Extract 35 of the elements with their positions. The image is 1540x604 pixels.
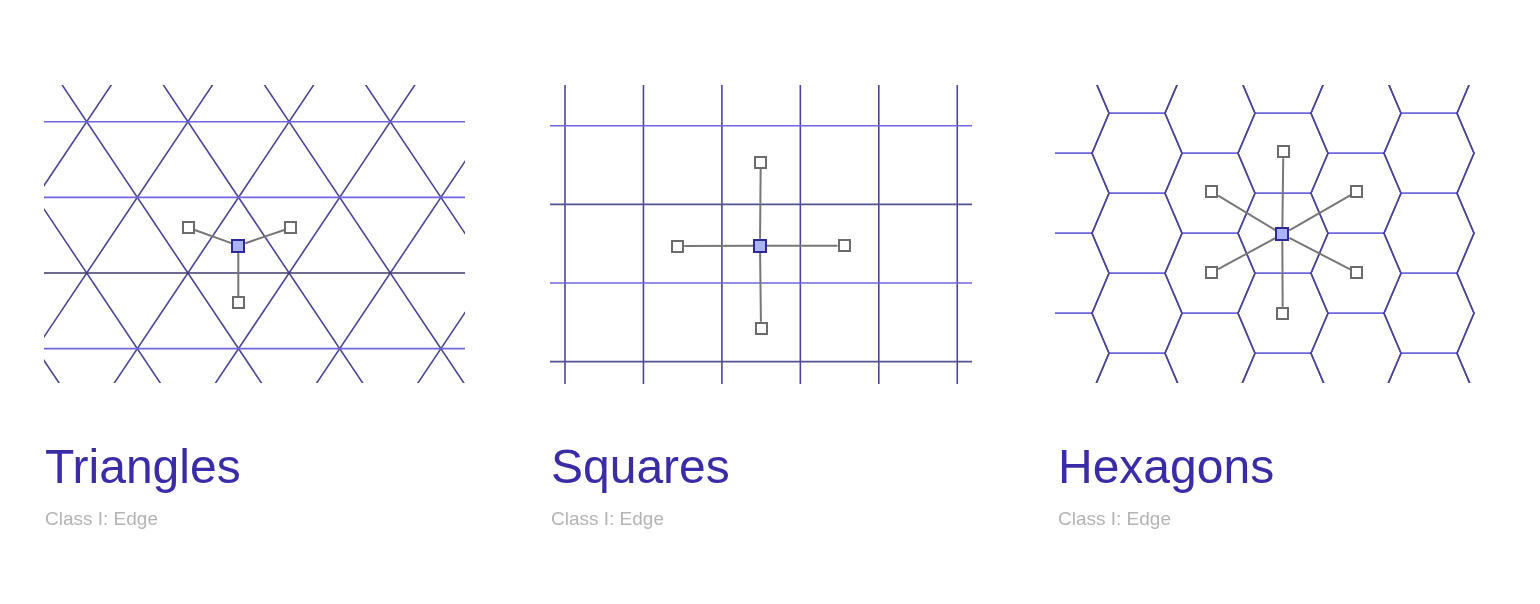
connector-line [766,244,839,247]
neighbor-node [284,221,298,235]
neighbor-node [1205,185,1219,199]
neighbor-node [1276,145,1290,159]
connector-line [759,167,762,240]
panel-subtitle: Class I: Edge [551,509,664,528]
connector-line [759,251,762,323]
connector-line [1217,237,1277,271]
connector-line [244,228,286,245]
connector-line [683,244,754,247]
neighbor-node [754,155,768,169]
panel-title: Triangles [45,442,241,491]
neighbor-node [231,296,245,310]
panel-subtitle: Class I: Edge [1058,509,1171,528]
center-node [753,238,767,253]
connector-line [1281,240,1284,308]
neighbor-node [1205,266,1219,280]
connector-line [1288,236,1352,271]
neighbor-node [837,239,851,253]
connector-line [1281,157,1285,229]
connector-line [1217,194,1277,232]
neighbor-node [1276,306,1290,320]
neighbor-node [671,239,685,253]
connector-line [1288,194,1352,232]
neighbor-node [1350,185,1364,199]
neighbor-node [1350,266,1364,280]
panel-title: Hexagons [1058,442,1275,491]
panel-title: Squares [551,442,730,491]
center-node [1275,227,1290,242]
connector-line [193,229,233,245]
connector-line [237,251,240,298]
neighbor-node [181,221,195,235]
neighbor-node [754,321,768,335]
panel-subtitle: Class I: Edge [45,509,158,528]
center-node [231,238,246,253]
